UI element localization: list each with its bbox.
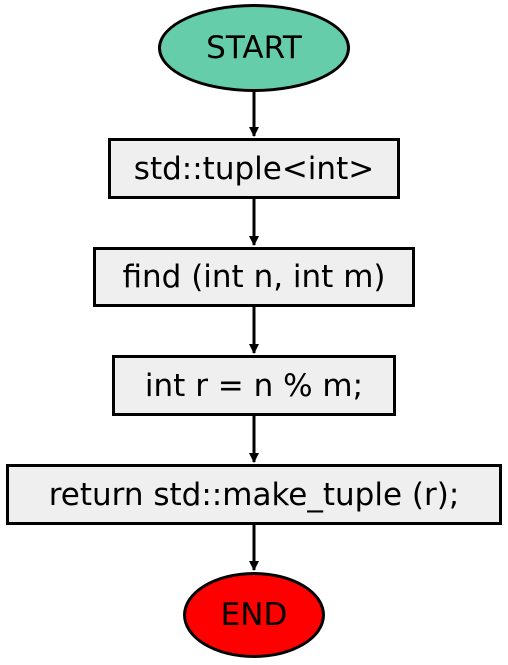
start-node: START (158, 4, 350, 92)
return-type-label: std::tuple<int> (133, 150, 375, 187)
return-type-box: std::tuple<int> (108, 138, 400, 199)
end-label: END (220, 597, 288, 633)
statement-box: int r = n % m; (112, 355, 396, 416)
function-signature-box: find (int n, int m) (93, 247, 415, 307)
function-signature-label: find (int n, int m) (122, 259, 386, 295)
return-statement-label: return std::make_tuple (r); (48, 476, 460, 513)
end-node: END (183, 572, 325, 658)
start-label: START (206, 30, 302, 66)
statement-label: int r = n % m; (144, 367, 364, 404)
return-statement-box: return std::make_tuple (r); (6, 464, 502, 525)
